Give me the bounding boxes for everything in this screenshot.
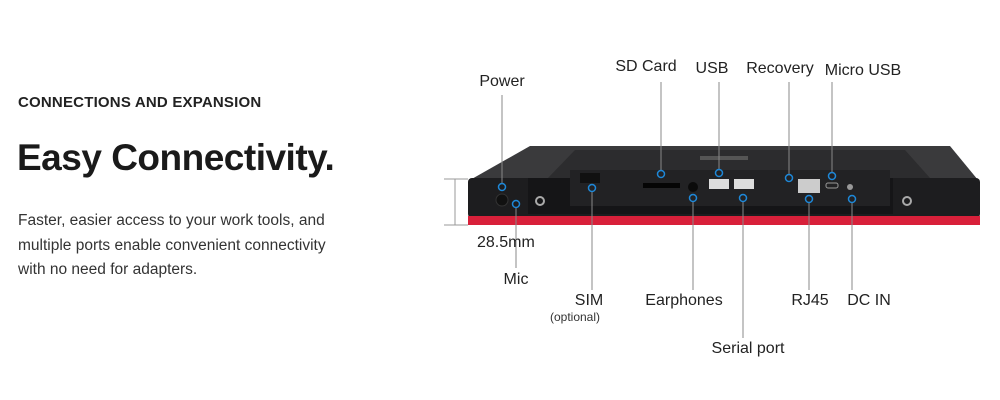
section-description: Faster, easier access to your work tools… xyxy=(18,212,326,278)
label-micro-usb: Micro USB xyxy=(824,62,902,79)
label-usb: USB xyxy=(695,60,729,77)
label-power: Power xyxy=(479,73,525,90)
thickness-label: 28.5mm xyxy=(477,234,535,251)
label-rj45: RJ45 xyxy=(791,292,829,309)
thickness-dimension xyxy=(444,178,468,226)
label-sd-card: SD Card xyxy=(615,58,677,75)
port-markers xyxy=(497,168,857,209)
label-mic: Mic xyxy=(503,271,529,288)
label-serial-port: Serial port xyxy=(711,340,785,357)
device-red-strip xyxy=(468,216,980,225)
label-dc-in: DC IN xyxy=(847,292,891,309)
label-recovery: Recovery xyxy=(746,60,814,77)
label-sim-note: (optional) xyxy=(549,310,601,324)
label-earphones: Earphones xyxy=(645,292,723,309)
section-title: Easy Connectivity. xyxy=(17,137,335,178)
label-sim: SIM xyxy=(574,292,604,309)
section-eyebrow: CONNECTIONS AND EXPANSION xyxy=(18,94,262,111)
